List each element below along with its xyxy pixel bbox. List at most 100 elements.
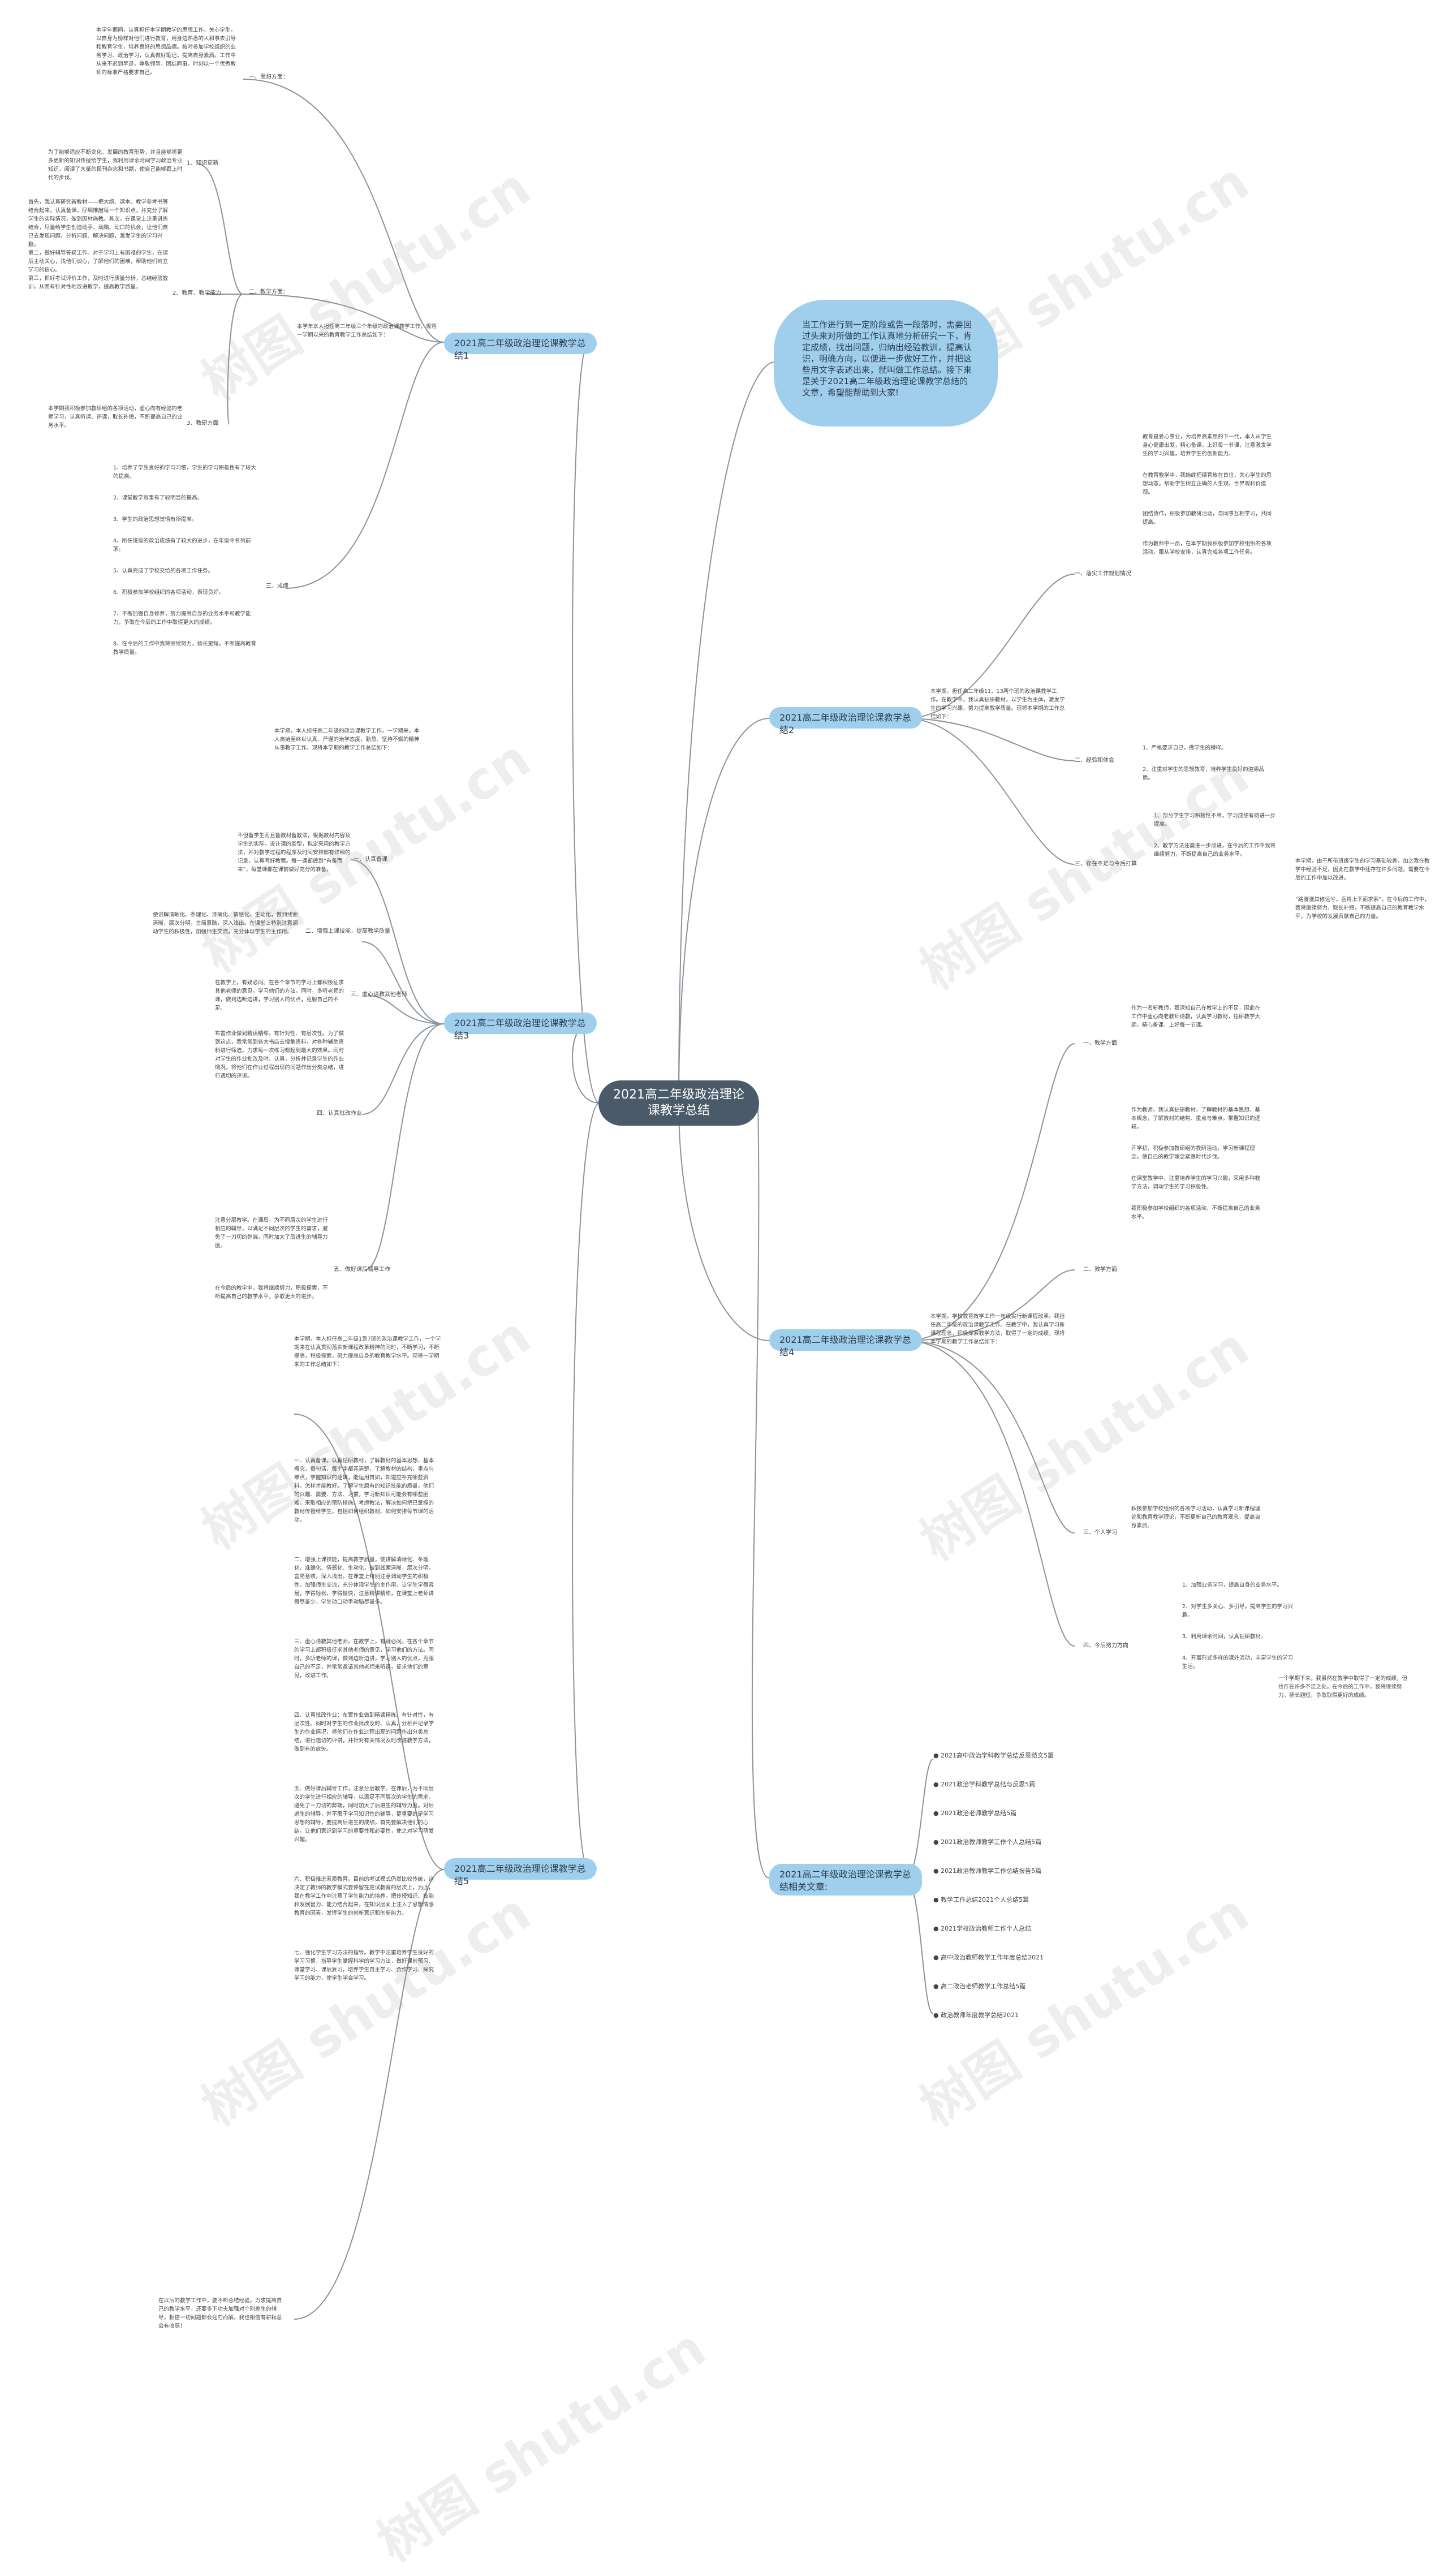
list-item: 在课堂教学中，注重培养学生的学习兴趣，采用多种教学方法，调动学生的学习积极性。 (1131, 1175, 1261, 1190)
root-topic[interactable]: 2021高二年级政治理论课教学总结 (598, 1080, 759, 1126)
branch-related-articles[interactable]: 2021高二年级政治理论课教学总结相关文章: (769, 1864, 922, 1896)
list-item: 1、严格要求自己，做学生的榜样。 (1143, 745, 1227, 751)
b1-p2-sub3-label[interactable]: 3、教研方面 (187, 420, 219, 427)
b4-s3-text: 积极参加学校组织的各项学习活动，认真学习新课程理论和教育教学理论，不断更新自己的… (1131, 1506, 1261, 1529)
intro-topic[interactable]: 当工作进行到一定阶段或告一段落时，需要回过头来对所做的工作认真地分析研究一下，肯… (774, 300, 998, 427)
b4-s1-label[interactable]: 一、教学方面 (1083, 1040, 1117, 1046)
list-item: 7、不断加强自身修养，努力提高自身的业务水平和教学能力，争取在今后的工作中取得更… (113, 611, 251, 626)
related-article-link[interactable]: 2021政治学科教学总结与反思5篇 (941, 1781, 1036, 1788)
b3-lead: 本学期，本人担任高二年级的政治课教学工作。一学期来，本人自始至终以认真、严谨的治… (274, 728, 420, 751)
b1-p1-label[interactable]: 一、思想方面： (249, 74, 288, 80)
b5-lead: 本学期，本人担任高二年级1到7班的政治课教学工作，一个学期来在认真贯彻落实新课程… (294, 1336, 441, 1368)
b1-p3-items: 1、培养了学生良好的学习习惯，学生的学习积极性有了较大的提高。 2、课堂教学效果… (113, 455, 260, 670)
related-article-link[interactable]: 2021政治教师教学工作总结报告5篇 (941, 1867, 1042, 1875)
b1-p2-sub2-text: 首先，我认真研究新教材——把大纲、课本、教学参考书等结合起来，认真备课，仔细推敲… (28, 199, 169, 290)
list-item: 四、认真批改作业：布置作业做到精读精练。有针对性，有层次性。同时对学生的作业批改… (294, 1712, 434, 1752)
b3-s2-label[interactable]: 二、增强上课技能，提高教学质量 (305, 928, 390, 934)
list-item: 3、利用课余时间，认真钻研教材。 (1182, 1634, 1266, 1640)
b1-p2-sub2-label[interactable]: 2、教育、教学能力 (173, 290, 222, 296)
related-article-item: ● 政治教师年度教学总结2021 (933, 2011, 1019, 2019)
list-item: 2、教学方法还需进一步改进，在今后的工作中我将继续努力，不断提高自己的业务水平。 (1154, 843, 1276, 858)
list-item: 4、开展形式多样的课外活动，丰富学生的学习生活。 (1182, 1655, 1294, 1670)
related-article-link[interactable]: 2021政治老师教学总结5篇 (941, 1810, 1017, 1817)
list-item: 六、积极推进素质教育。目前的考试模式仍然比较传统，这决定了教师的教学模式要停留在… (294, 1876, 434, 1916)
related-article-link[interactable]: 2021高中政治学科教学总结反思范文5篇 (941, 1752, 1054, 1759)
b4-lead: 本学期，学校教育教学工作一年级实行新课程改革。我担任高二年级的政治课教学工作。在… (930, 1313, 1065, 1345)
related-article-item: ● 教学工作总结2021个人总结5篇 (933, 1896, 1029, 1903)
b1-p2-sub1-label[interactable]: 1、知识更新 (187, 160, 219, 166)
b3-s4-text: 布置作业做到精读精练。有针对性、有层次性。为了做到这点，我常常到各大书店去搜集资… (215, 1031, 344, 1079)
related-article-item: ● 2021政治学科教学总结与反思5篇 (933, 1781, 1036, 1788)
related-article-link[interactable]: 2021政治教师教学工作个人总结5篇 (941, 1838, 1042, 1846)
related-article-item: ● 高中政治教师教学工作年度总结2021 (933, 1954, 1044, 1961)
list-item: 6、积极参加学校组织的各项活动，表现良好。 (113, 589, 225, 596)
list-item: 我积极参加学校组织的各项活动，不断提高自己的业务水平。 (1131, 1205, 1261, 1220)
related-article-link[interactable]: 教学工作总结2021个人总结5篇 (941, 1896, 1029, 1903)
related-article-item: ● 2021政治老师教学总结5篇 (933, 1810, 1017, 1817)
list-item: 3、学生的政治思想觉悟有所提高。 (113, 516, 197, 523)
b2-lead: 本学期，担任高二年级11、13两个班的政治课教学工作。在教学中，我认真钻研教材，… (930, 688, 1065, 720)
related-article-item: ● 高二政治老师教学工作总结5篇 (933, 1983, 1026, 1990)
b1-p2-sub3-text: 本学期我积极参加教研组的各项活动，虚心向有经验的老师学习，认真听课、评课，取长补… (48, 406, 183, 429)
b1-p2-sub1-text: 为了能够适应不断变化、发展的教育形势，并且能够将更多更新的知识传授给学生，我利用… (48, 149, 183, 181)
list-item: 二、增强上课技能，提高教学质量，使讲解清晰化、条理化、准确化、情感化、生动化，做… (294, 1557, 434, 1605)
related-article-item: ● 2021政治教师教学工作个人总结5篇 (933, 1838, 1042, 1846)
b3-s3-text: 在教学上，有疑必问。在各个章节的学习上都积极征求其他老师的意见，学习他们的方法，… (215, 980, 344, 1011)
b5-blocks: 一、认真备课。认真钻研教材，了解教材的基本思想、基本概念，每句话、每个字都弄清楚… (294, 1448, 438, 1996)
b2-s2-label[interactable]: 二、经验和体会 (1075, 757, 1114, 764)
connector-lines (197, 79, 1075, 2320)
list-item: 2、注重对学生的思想教育，培养学生良好的道德品质。 (1143, 766, 1265, 781)
branch-summary-3[interactable]: 2021高二年级政治理论课教学总结3 (444, 1013, 597, 1041)
related-article-link[interactable]: 2021学校政治教师工作个人总结 (941, 1925, 1032, 1932)
b2-tail: 本学期，由于所带班级学生的学习基础较差，加之我在教学中经验不足，因此在教学中还存… (1295, 848, 1431, 934)
b1-p1-text: 本学年期间，认真担任本学期教学的思想工作。关心学生，以自身为榜样对他们进行教育，… (96, 27, 236, 76)
related-article-link[interactable]: 高二政治老师教学工作总结5篇 (941, 1983, 1026, 1990)
list-item: 1、部分学生学习积极性不高，学习成绩有待进一步提高。 (1154, 813, 1276, 828)
branch-summary-5[interactable]: 2021高二年级政治理论课教学总结5 (444, 1858, 597, 1886)
b2-s1-items: 教育是爱心事业，为培养高素质的下一代，本人从学生身心健康出发，精心备课，上好每一… (1143, 424, 1273, 570)
list-item: 5、认真完成了学校交给的各项工作任务。 (113, 568, 214, 574)
b3-s5-label[interactable]: 五、做好课后辅导工作 (334, 1267, 390, 1273)
b3-s2-text: 使讲解清晰化、条理化、准确化、情感化、生动化，做到线索清晰，层次分明，言简意赅，… (153, 912, 298, 935)
list-item: 教育是爱心事业，为培养高素质的下一代，本人从学生身心健康出发，精心备课，上好每一… (1143, 434, 1272, 457)
b4-tail: 一个学期下来，我虽然在教学中取得了一定的成绩，但也存在许多不足之处。在今后的工作… (1278, 1675, 1408, 1699)
b3-s6-text: 在今后的教学中，我将继续努力，积极探索，不断提高自己的教学水平，争取更大的进步。 (215, 1285, 328, 1300)
b4-s4-label[interactable]: 四、今后努力方向 (1083, 1643, 1128, 1649)
b2-s3-label[interactable]: 三、存在不足与今后打算 (1075, 861, 1137, 867)
list-item: “路漫漫其修远兮，吾将上下而求索”。在今后的工作中，我将继续努力，取长补短，不断… (1295, 897, 1430, 920)
list-item: 一、认真备课。认真钻研教材，了解教材的基本思想、基本概念，每句话、每个字都弄清楚… (294, 1458, 434, 1523)
related-article-item: ● 2021学校政治教师工作个人总结 (933, 1925, 1032, 1932)
list-item: 8、在今后的工作中我将继续努力，扬长避短，不断提高教育教学质量。 (113, 641, 257, 656)
list-item: 团结协作，积极参加教研活动，与同事互相学习，共同提高。 (1143, 511, 1272, 525)
related-article-item: ● 2021高中政治学科教学总结反思范文5篇 (933, 1752, 1054, 1759)
related-article-link[interactable]: 政治教师年度教学总结2021 (941, 2011, 1019, 2019)
branch-summary-4[interactable]: 2021高二年级政治理论课教学总结4 (769, 1329, 922, 1358)
b1-p2-label[interactable]: 二、教学方面： (249, 289, 288, 295)
b4-s4-items: 1、加强业务学习，提高自身的业务水平。 2、对学生多关心、多引导，提高学生的学习… (1182, 1573, 1295, 1684)
b1-p3-label[interactable]: 三、成绩 (266, 583, 288, 589)
branch-summary-1[interactable]: 2021高二年级政治理论课教学总结1 (444, 333, 597, 361)
list-item: 1、加强业务学习，提高自身的业务水平。 (1182, 1582, 1283, 1588)
b4-s2-label[interactable]: 二、教学方面 (1083, 1267, 1117, 1273)
b5-tail: 在以后的教学工作中，要不断总结经验，力求提高自己的教学水平，还要多下功夫加强对个… (158, 2298, 282, 2329)
b3-s4-label[interactable]: 四、认真批改作业 (317, 1110, 362, 1117)
branch-summary-2[interactable]: 2021高二年级政治理论课教学总结2 (769, 707, 922, 735)
b3-s3-label[interactable]: 三、虚心请教其他老师 (351, 992, 407, 998)
list-item: 本学期，由于所带班级学生的学习基础较差，加之我在教学中经验不足，因此在教学中还存… (1295, 858, 1430, 881)
list-item: 1、培养了学生良好的学习习惯，学生的学习积极性有了较大的提高。 (113, 465, 257, 480)
b2-s3-items: 1、部分学生学习积极性不高，学习成绩有待进一步提高。 2、教学方法还需进一步改进… (1154, 803, 1278, 872)
list-item: 七、强化学生学习方法的指导。教学中注重培养学生良好的学习习惯，指导学生掌握科学的… (294, 1950, 434, 1981)
related-article-item: ● 2021政治教师教学工作总结报告5篇 (933, 1867, 1042, 1875)
b3-s1-text: 不但备学生而且备教材备教法，根据教材内容及学生的实际，设计课的类型，拟定采用的教… (238, 833, 351, 873)
list-item: 作为教师，我认真钻研教材，了解教材的基本思想、基本概念，了解教材的结构、重点与难… (1131, 1107, 1261, 1130)
b2-s1-label[interactable]: 一、落实工作规划情况 (1075, 571, 1131, 577)
b4-s2-items: 作为教师，我认真钻研教材，了解教材的基本思想、基本概念，了解教材的结构、重点与难… (1131, 1097, 1261, 1234)
list-item: 三、虚心请教其他老师。在教学上，有疑必问。在各个章节的学习上都积极征求其他老师的… (294, 1639, 434, 1679)
list-item: 2、对学生多关心、多引导，提高学生的学习兴趣。 (1182, 1604, 1294, 1618)
related-article-link[interactable]: 高中政治教师教学工作年度总结2021 (941, 1954, 1044, 1961)
b2-s2-items: 1、严格要求自己，做学生的榜样。 2、注重对学生的思想教育，培养学生良好的道德品… (1143, 735, 1273, 795)
b3-s1-label[interactable]: 一、认真备课 (354, 856, 387, 863)
b4-s1-text: 作为一名新教师，我深知自己在教学上的不足，因此在工作中虚心向老教师请教，认真学习… (1131, 1005, 1261, 1028)
b4-s3-label[interactable]: 三、个人学习 (1083, 1530, 1117, 1536)
list-item: 4、所任班级的政治成绩有了较大的进步，在年级中名列前茅。 (113, 538, 251, 553)
